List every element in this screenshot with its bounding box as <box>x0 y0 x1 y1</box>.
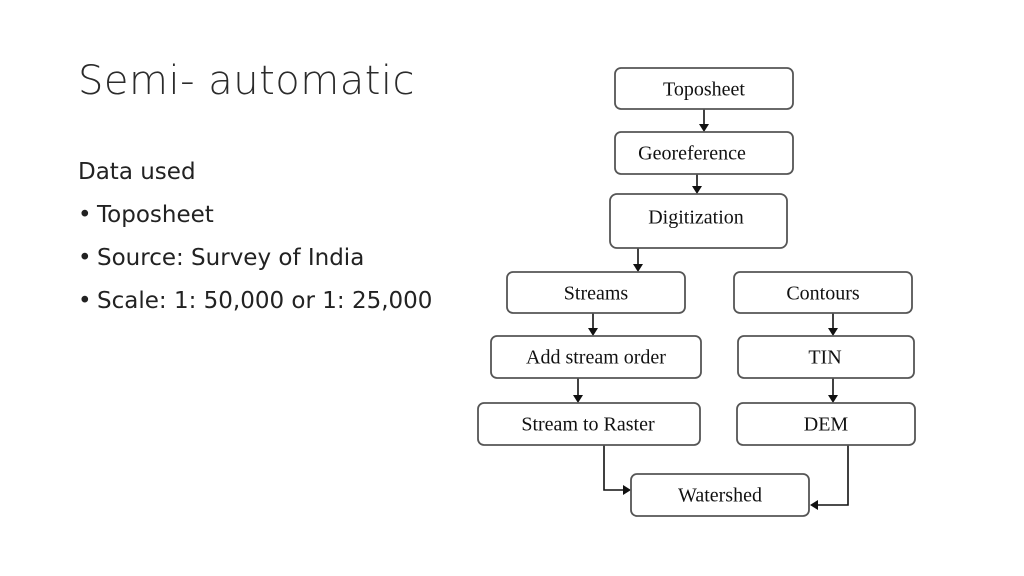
node-label: Add stream order <box>526 347 666 369</box>
bullet-item: •Source: Survey of India <box>78 242 432 285</box>
node-tin: TIN <box>737 335 915 379</box>
node-box <box>609 193 788 249</box>
node-streams: Streams <box>506 271 686 314</box>
arrowhead <box>828 395 838 403</box>
data-used-heading: Data used <box>78 159 196 185</box>
node-digitization: Digitization <box>609 193 788 249</box>
arrowhead <box>699 124 709 132</box>
node-label: Contours <box>786 283 860 305</box>
node-box <box>733 271 913 314</box>
bullet-text: Source: Survey of India <box>97 245 365 271</box>
bullet-item: •Scale: 1: 50,000 or 1: 25,000 <box>78 285 432 328</box>
node-stream-to-raster: Stream to Raster <box>477 402 701 446</box>
node-label: Stream to Raster <box>521 414 655 436</box>
node-label: Streams <box>564 283 629 305</box>
node-label: TIN <box>808 347 841 369</box>
bullet-text: Scale: 1: 50,000 or 1: 25,000 <box>97 288 433 314</box>
flowchart-edges <box>573 109 849 510</box>
node-label: Digitization <box>648 207 744 229</box>
node-box <box>506 271 686 314</box>
node-georeference: Georeference <box>614 131 794 175</box>
node-dem: DEM <box>736 402 916 446</box>
arrowhead <box>633 264 643 272</box>
arrowhead <box>623 485 631 495</box>
edge-stream-to-raster-watershed <box>603 445 623 491</box>
data-used-list: Data used •Toposheet •Source: Survey of … <box>78 156 432 328</box>
arrowhead <box>828 328 838 336</box>
node-box <box>736 402 916 446</box>
arrowhead <box>573 395 583 403</box>
slide-title: Semi- automatic <box>78 58 416 104</box>
node-box <box>490 335 702 379</box>
bullet-text: Toposheet <box>97 202 214 228</box>
node-watershed: Watershed <box>630 473 810 517</box>
node-toposheet: Toposheet <box>614 67 794 110</box>
node-box <box>477 402 701 446</box>
bullet-item: •Toposheet <box>78 199 432 242</box>
node-box <box>614 131 794 175</box>
node-add-stream-order: Add stream order <box>490 335 702 379</box>
bullet-dot: • <box>78 245 92 271</box>
node-box <box>737 335 915 379</box>
bullet-dot: • <box>78 288 92 314</box>
bullet-dot: • <box>78 202 92 228</box>
arrowhead <box>588 328 598 336</box>
arrowhead <box>810 500 818 510</box>
node-box <box>614 67 794 110</box>
node-contours: Contours <box>733 271 913 314</box>
node-label: Watershed <box>678 485 762 507</box>
edge-dem-watershed <box>818 445 849 506</box>
node-box <box>630 473 810 517</box>
node-label: Georeference <box>638 143 746 165</box>
arrowhead <box>692 186 702 194</box>
node-label: DEM <box>804 414 849 436</box>
node-label: Toposheet <box>663 79 745 101</box>
